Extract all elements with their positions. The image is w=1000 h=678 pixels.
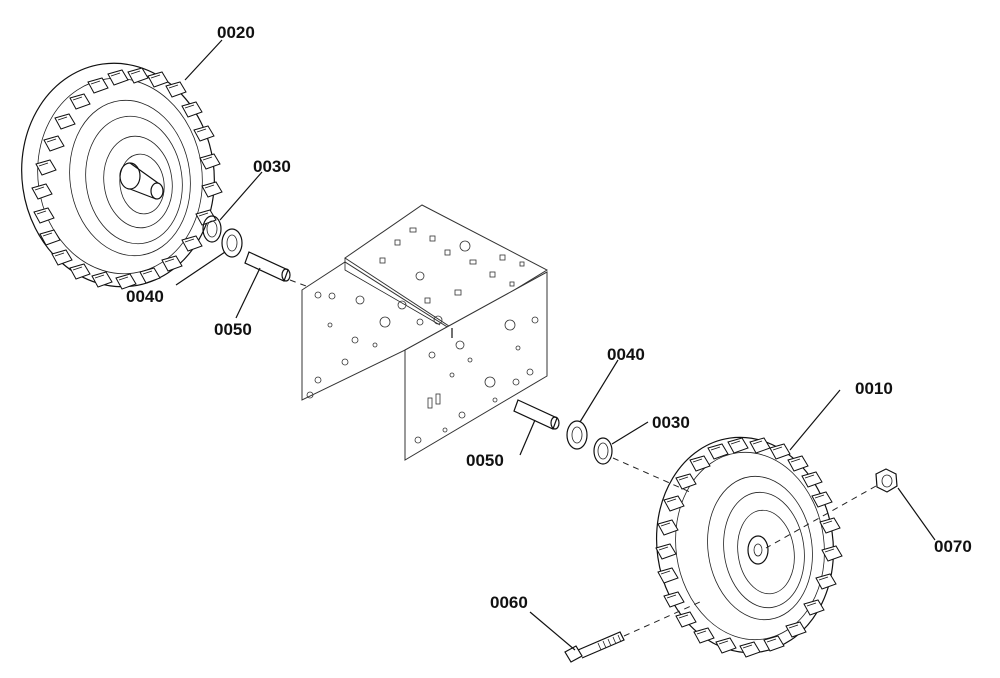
label-0040-left: 0040 — [126, 287, 164, 306]
frame-chassis — [301, 204, 549, 461]
spacer-right — [513, 399, 560, 430]
retaining-ring-right — [593, 437, 613, 465]
washer-right — [566, 420, 588, 450]
label-0070: 0070 — [934, 537, 972, 556]
leader-lines — [175, 39, 936, 651]
label-0040-right: 0040 — [607, 345, 645, 364]
axis-line-left — [289, 279, 307, 287]
wheel-left-tread — [31, 67, 223, 290]
spacer-left — [244, 251, 291, 282]
label-0050-left: 0050 — [214, 320, 252, 339]
washer-left — [221, 228, 243, 258]
label-0010: 0010 — [855, 379, 893, 398]
label-0020: 0020 — [217, 23, 255, 42]
axis-line-bolt — [623, 601, 701, 637]
label-0030-left: 0030 — [253, 157, 291, 176]
wheel-left-hub — [119, 162, 164, 200]
wheel-right-tread — [655, 437, 843, 658]
lock-nut — [875, 468, 898, 493]
wheel-right — [655, 436, 843, 658]
axis-line-right — [612, 457, 691, 493]
label-0030-right: 0030 — [652, 413, 690, 432]
retaining-ring-left — [202, 215, 222, 243]
bolt — [564, 631, 625, 663]
wheel-left — [21, 62, 223, 290]
label-0050-right: 0050 — [466, 451, 504, 470]
label-0060: 0060 — [490, 593, 528, 612]
